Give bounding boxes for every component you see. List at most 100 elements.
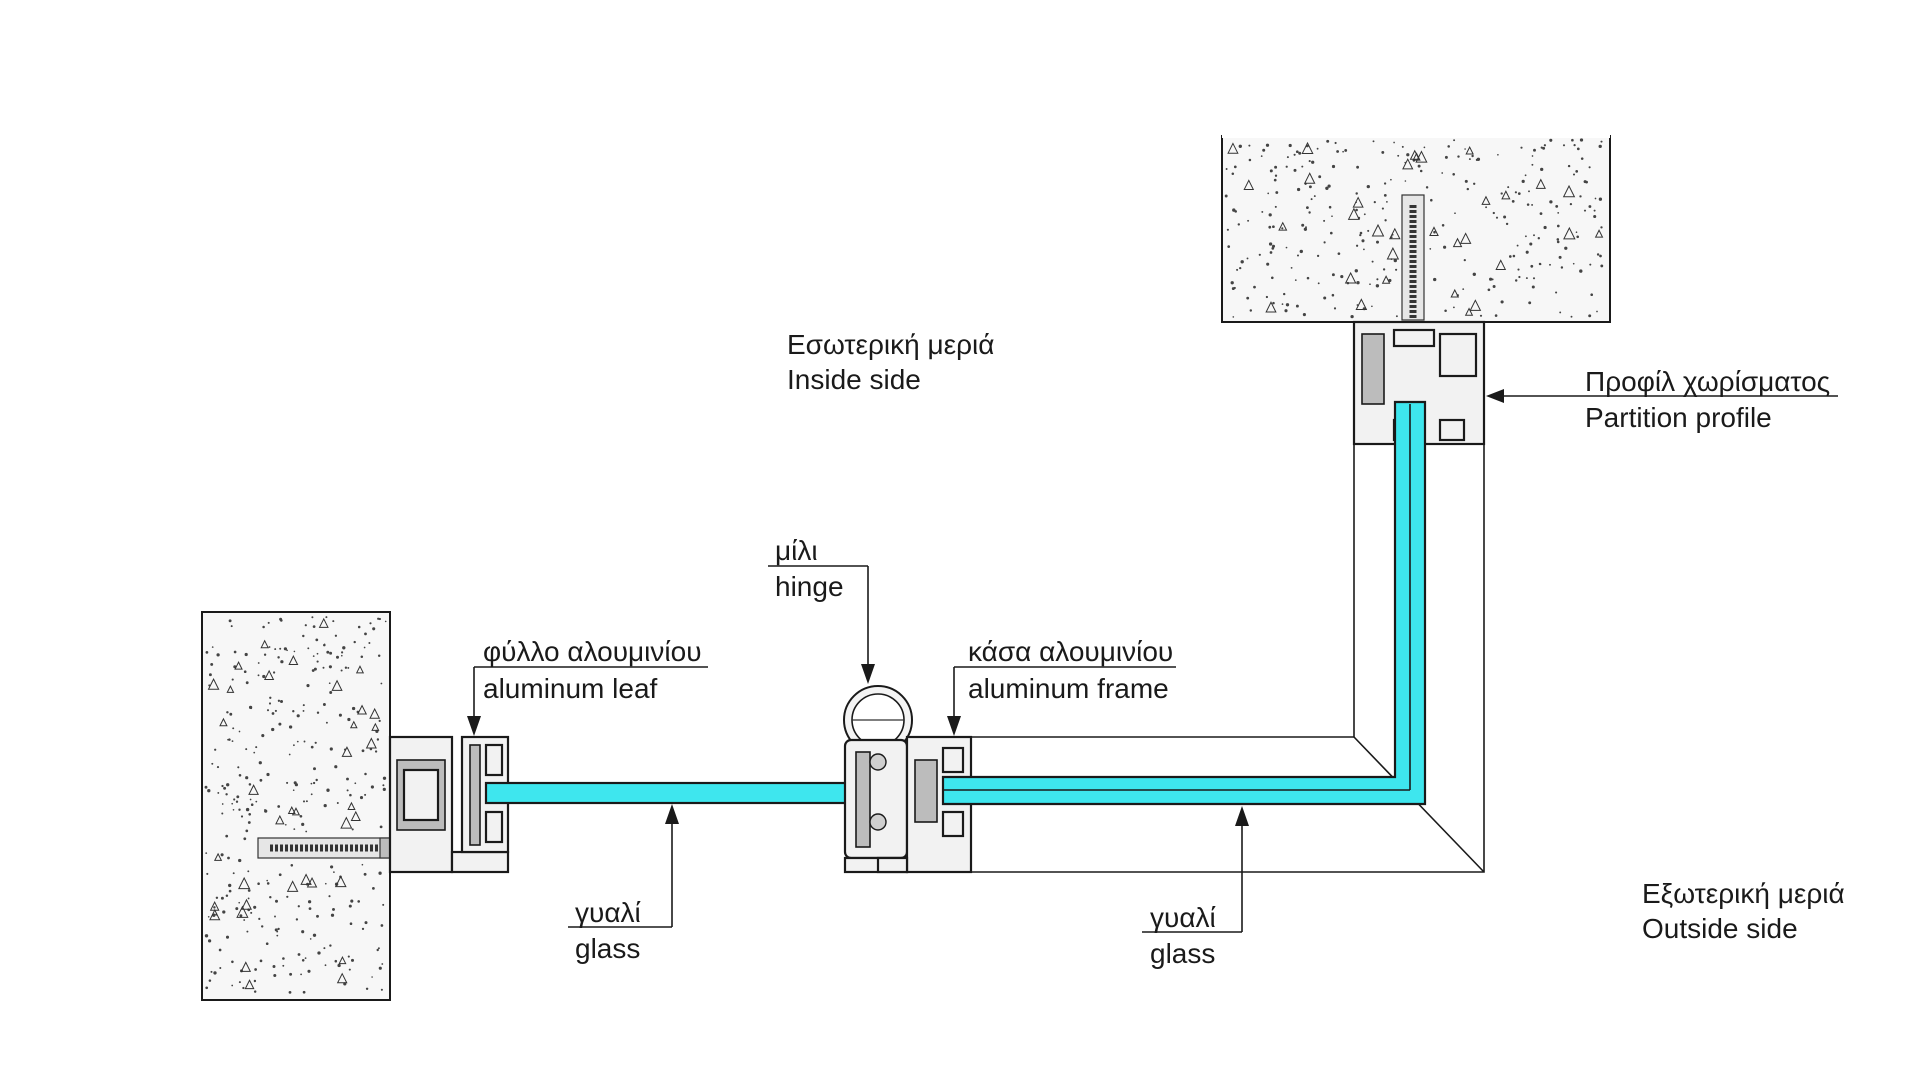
aggregate-dot [311,669,315,672]
aggregate-triangle [236,905,249,918]
aggregate-dot [380,924,384,927]
aggregate-dot [1598,144,1602,149]
aggregate-dot [207,789,211,793]
aggregate-dot [286,781,289,784]
aggregate-dot [1327,184,1331,188]
aggregate-dot [1430,198,1433,202]
aggregate-dot [1576,147,1580,151]
aggregate-triangle [213,852,223,861]
aggregate-dot [1301,223,1305,227]
aggregate-dot [1444,309,1447,313]
aggregate-dot [1395,315,1398,318]
aggregate-dot [1333,307,1337,310]
aggregate-triangle [1389,227,1401,240]
aggregate-dot [1447,145,1450,148]
aggregate-dot [1593,209,1596,212]
aggregate-dot [277,699,281,702]
aggregate-dot [278,722,282,726]
glass-panel-left [484,781,870,805]
aggregate-dot [307,647,310,650]
aggregate-dot [377,947,380,950]
aggregate-triangle [331,679,343,691]
aggregate-dot [247,870,250,873]
aggregate-dot [314,741,317,744]
aggregate-dot [334,634,338,637]
aggregate-dot [238,901,241,904]
aggregate-dot [357,900,361,903]
aggregate-dot [322,703,326,706]
leaf-label-en: aluminum leaf [483,673,658,704]
aggregate-dot [247,889,251,892]
aggregate-dot [1393,258,1397,263]
aggregate-dot [1356,281,1360,285]
aggregate-dot [1236,268,1239,271]
aggregate-dot [1588,314,1592,318]
aggregate-dot [1274,165,1278,169]
aggregate-dot [1239,266,1242,270]
aggregate-dot [304,624,307,627]
aggregate-dot [1295,304,1299,308]
aggregate-dot [302,634,305,638]
aggregate-dot [1355,192,1358,195]
aggregate-dot [1230,281,1234,285]
aggregate-triangle [1347,207,1360,220]
aggregate-dot [1361,239,1365,243]
aggregate-dot [217,791,220,794]
aggregate-dot [1375,284,1380,288]
aggregate-dot [378,719,381,723]
aggregate-dot [1283,292,1286,296]
aggregate-dot [1525,250,1529,254]
aggregate-dot [1240,260,1244,264]
aggregate-dot [245,748,248,751]
aggregate-dot [1507,186,1510,189]
partition-leader [1486,389,1838,403]
aggregate-dot [221,784,224,788]
aggregate-dot [1316,254,1320,258]
leaf-label-gr: φύλλο αλουμινίου [483,636,702,667]
aggregate-triangle [1501,190,1511,200]
aggregate-dot [245,829,249,833]
aggregate-dot [1464,148,1466,150]
aggregate-dot [1585,180,1588,184]
aggregate-dot [1372,140,1375,143]
aggregate-triangle [1352,196,1364,208]
aggregate-dot [325,616,328,619]
aggregate-dot [1231,172,1235,175]
aggregate-dot [310,782,313,785]
aggregate-dot [1296,187,1301,192]
aggregate-dot [309,938,312,940]
aggregate-dot [310,793,313,796]
aggregate-dot [1572,173,1576,176]
aggregate-dot [1310,198,1313,201]
aggregate-dot [1494,314,1498,317]
aggregate-dot [1237,223,1241,226]
aggregate-dot [1232,316,1235,318]
aggregate-dot [232,808,235,811]
aggregate-dot [1492,211,1495,215]
aggregate-dot [248,783,252,786]
glass2-leader [1142,806,1249,933]
aggregate-dot [1382,268,1386,271]
aggregate-dot [233,650,237,654]
aggregate-dot [1441,172,1444,174]
aggregate-dot [1295,150,1299,154]
aggregate-triangle [340,816,353,829]
aggregate-dot [231,802,234,805]
left-screw-anchor [257,837,399,859]
aggregate-dot [361,927,365,931]
aggregate-dot [1556,240,1560,244]
aggregate-dot [233,798,236,801]
aggregate-dot [333,871,335,873]
aggregate-dot [1253,285,1256,289]
aggregate-dot [1575,170,1579,173]
aggregate-dot [1331,215,1333,218]
aggregate-dot [205,852,208,854]
aggregate-dot [1331,273,1335,277]
aggregate-triangle [287,806,296,815]
aggregate-triangle [1594,229,1604,238]
aggregate-dot [1572,262,1575,265]
aggregate-dot [289,972,293,976]
aggregate-dot [1384,219,1387,222]
aggregate-dot [305,830,308,833]
aggregate-dot [348,968,351,971]
